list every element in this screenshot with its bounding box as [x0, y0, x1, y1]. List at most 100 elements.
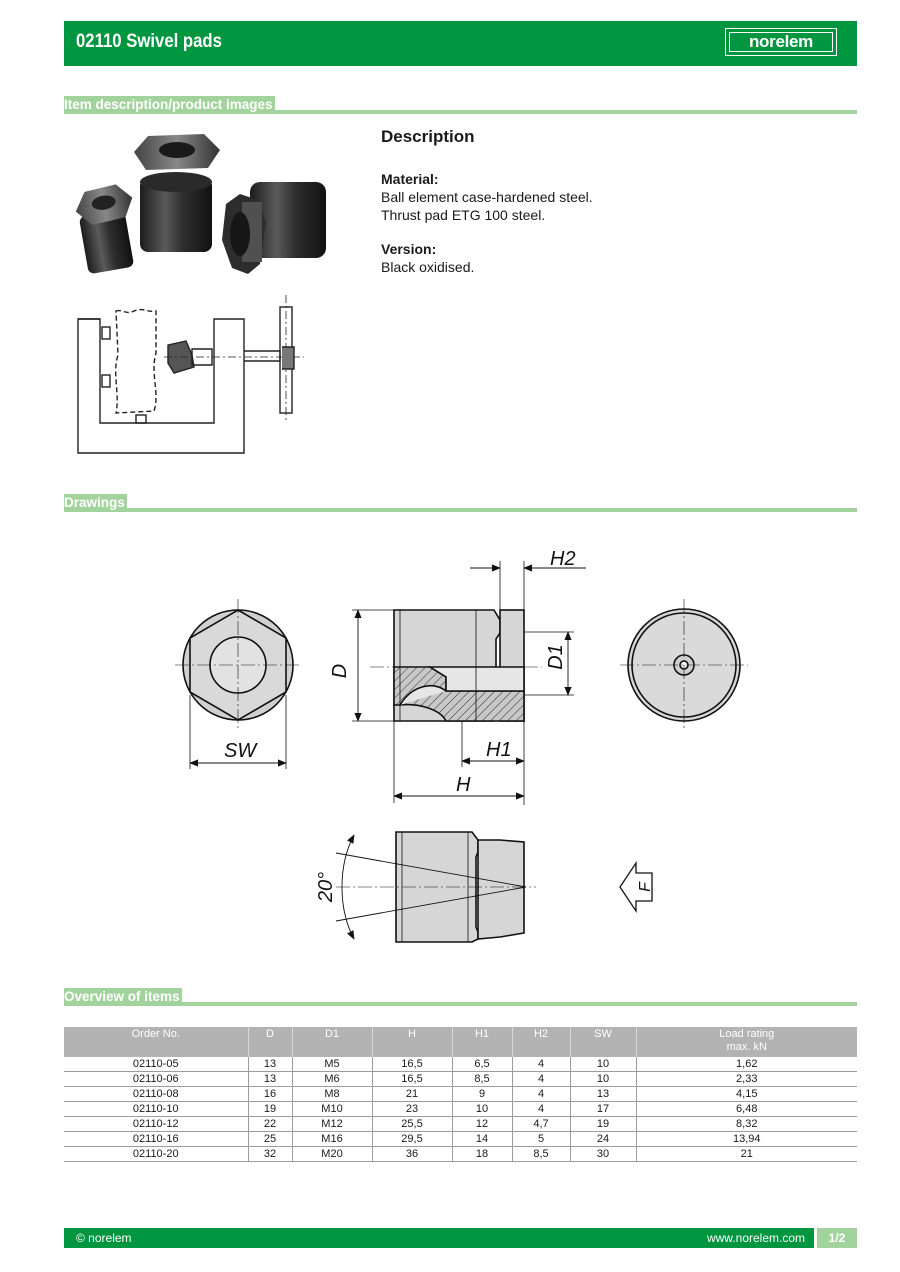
table-cell: 13,94 [636, 1131, 857, 1147]
page-header: 02110 Swivel pads norelem [64, 21, 857, 66]
col-d: D [248, 1027, 293, 1057]
table-cell: 2,33 [636, 1071, 857, 1087]
page-footer: © norelem www.norelem.com 1/2 [64, 1228, 857, 1248]
col-h2: H2 [512, 1027, 571, 1057]
table-cell: 9 [452, 1086, 513, 1102]
table-cell: 4 [512, 1101, 571, 1117]
table-cell: 14 [452, 1131, 513, 1147]
table-cell: 4,7 [512, 1116, 571, 1132]
table-cell: 17 [570, 1101, 637, 1117]
force-label: F [637, 881, 654, 892]
table-cell: 8,5 [512, 1146, 571, 1162]
material-line-2: Thrust pad ETG 100 steel. [381, 207, 546, 223]
product-photo [75, 134, 326, 274]
table-cell: 29,5 [372, 1131, 453, 1147]
dim-label-h: H [456, 774, 471, 796]
table-cell: 4,15 [636, 1086, 857, 1102]
table-cell: M10 [292, 1101, 373, 1117]
table-cell: 6,5 [452, 1057, 513, 1072]
table-cell: 30 [570, 1146, 637, 1162]
table-cell: 4 [512, 1071, 571, 1087]
table-cell: 25,5 [372, 1116, 453, 1132]
table-cell: 16,5 [372, 1057, 453, 1072]
table-cell: 13 [570, 1086, 637, 1102]
section-drawings: Drawings [64, 494, 857, 512]
table-cell: 02110-20 [64, 1146, 249, 1162]
footer-copyright: © norelem [76, 1231, 132, 1245]
section-overview: Overview of items [64, 988, 857, 1006]
table-cell: 02110-05 [64, 1057, 249, 1072]
section-item-description: Item description/product images [64, 96, 857, 114]
material-line-1: Ball element case-hardened steel. [381, 189, 593, 205]
page-title: 02110 Swivel pads [76, 31, 222, 52]
table-cell: 19 [248, 1101, 293, 1117]
table-cell: 02110-12 [64, 1116, 249, 1132]
description-heading: Description [381, 127, 475, 146]
table-cell: 22 [248, 1116, 293, 1132]
version-line-1: Black oxidised. [381, 259, 475, 275]
col-d1: D1 [292, 1027, 373, 1057]
dim-label-d: D [329, 664, 351, 678]
section-label-overview: Overview of items [64, 988, 182, 1006]
page-number: 1/2 [814, 1228, 857, 1248]
section-label-item-description: Item description/product images [64, 96, 275, 114]
table-cell: 13 [248, 1071, 293, 1087]
table-cell: 32 [248, 1146, 293, 1162]
technical-drawing: H2 D D1 H1 H SW 20° F [175, 548, 748, 943]
table-cell: 02110-08 [64, 1086, 249, 1102]
table-cell: 02110-16 [64, 1131, 249, 1147]
table-cell: M20 [292, 1146, 373, 1162]
footer-url-link[interactable]: www.norelem.com [706, 1231, 805, 1245]
table-header-row: Order No. D D1 H H1 H2 SW Load rating ma… [64, 1027, 857, 1057]
table-cell: 21 [372, 1086, 453, 1102]
table-cell: 10 [570, 1057, 637, 1072]
col-load-rating: Load rating max. kN [636, 1027, 857, 1057]
dim-label-sw: SW [224, 740, 258, 762]
table-cell: 23 [372, 1101, 453, 1117]
description-block: Description Material: Ball element case-… [381, 128, 801, 276]
table-cell: M12 [292, 1116, 373, 1132]
dim-label-h2: H2 [550, 548, 576, 570]
table-cell: 25 [248, 1131, 293, 1147]
table-cell: 24 [570, 1131, 637, 1147]
table-cell: M8 [292, 1086, 373, 1102]
table-cell: 6,48 [636, 1101, 857, 1117]
dim-label-h1: H1 [486, 739, 512, 761]
table-cell: 19 [570, 1116, 637, 1132]
table-cell: 18 [452, 1146, 513, 1162]
material-label: Material: [381, 171, 439, 187]
table-cell: 1,62 [636, 1057, 857, 1072]
table-cell: 21 [636, 1146, 857, 1162]
table-cell: 12 [452, 1116, 513, 1132]
table-cell: 36 [372, 1146, 453, 1162]
table-cell: M5 [292, 1057, 373, 1072]
dim-label-angle: 20° [315, 872, 337, 903]
table-cell: M16 [292, 1131, 373, 1147]
norelem-logo: norelem [725, 28, 837, 56]
table-cell: 02110-10 [64, 1101, 249, 1117]
table-cell: 13 [248, 1057, 293, 1072]
table-cell: 02110-06 [64, 1071, 249, 1087]
logo-text: norelem [729, 32, 833, 52]
version-label: Version: [381, 241, 437, 257]
table-cell: 4 [512, 1057, 571, 1072]
items-table: Order No. D D1 H H1 H2 SW Load rating ma… [64, 1027, 857, 1162]
table-cell: 16 [248, 1086, 293, 1102]
section-label-drawings: Drawings [64, 494, 127, 512]
table-cell: 5 [512, 1131, 571, 1147]
table-cell: 16,5 [372, 1071, 453, 1087]
table-cell: 10 [452, 1101, 513, 1117]
table-cell: 8,5 [452, 1071, 513, 1087]
col-order-no: Order No. [64, 1027, 249, 1057]
table-cell: 4 [512, 1086, 571, 1102]
application-sketch [77, 295, 304, 454]
table-cell: M6 [292, 1071, 373, 1087]
dim-label-d1: D1 [545, 644, 567, 670]
